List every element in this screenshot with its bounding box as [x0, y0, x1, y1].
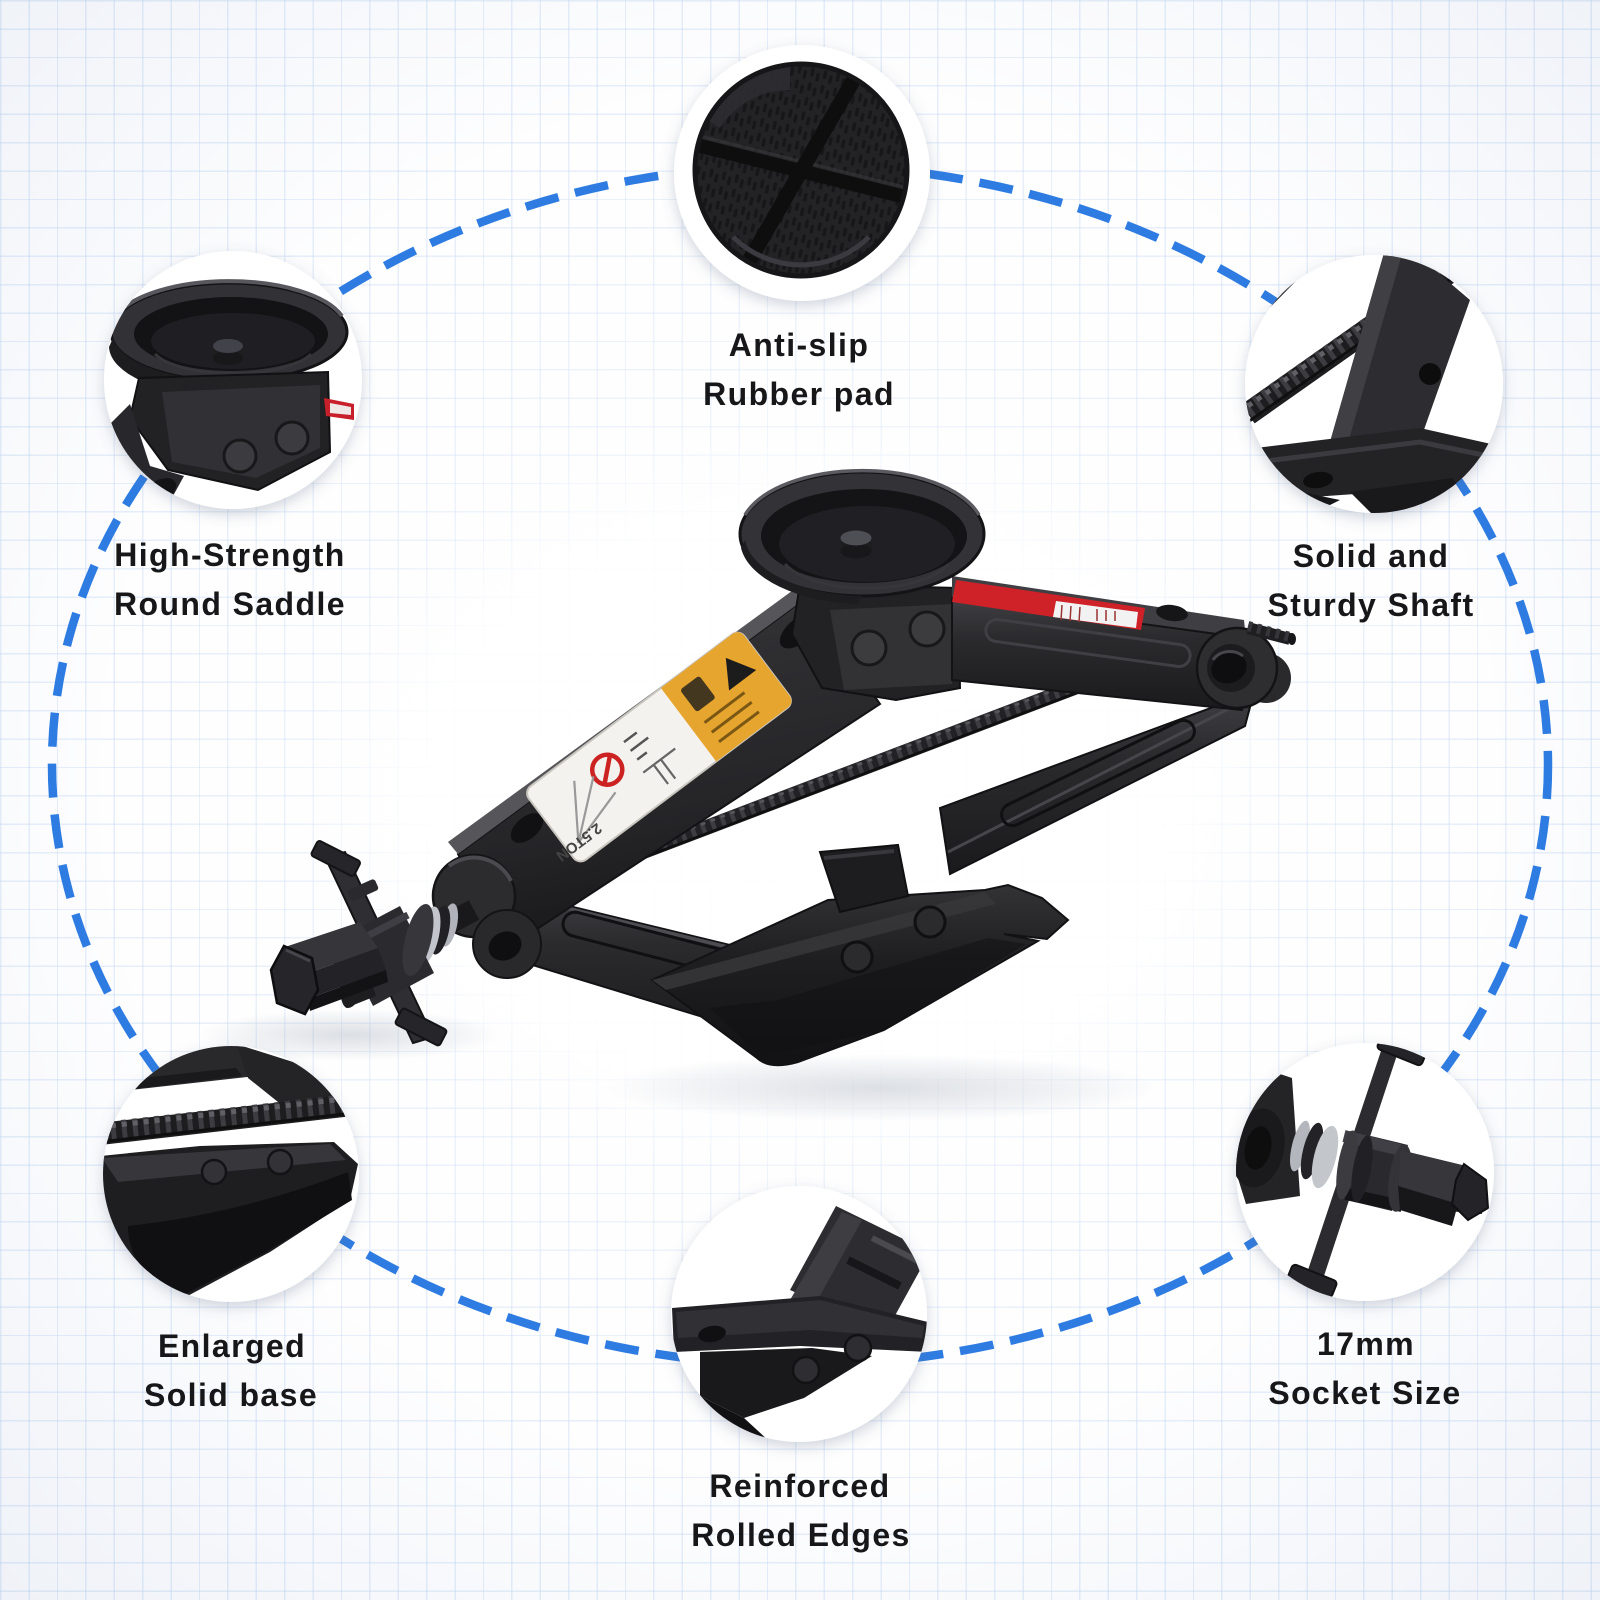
svg-text:Solid base: Solid base — [144, 1377, 318, 1413]
svg-text:Enlarged: Enlarged — [158, 1328, 306, 1364]
svg-text:17mm: 17mm — [1317, 1326, 1415, 1362]
svg-text:Solid and: Solid and — [1293, 538, 1450, 574]
svg-text:Round Saddle: Round Saddle — [114, 586, 346, 622]
svg-text:Socket Size: Socket Size — [1268, 1375, 1461, 1411]
svg-text:Rolled Edges: Rolled Edges — [691, 1517, 911, 1553]
svg-text:Anti-slip: Anti-slip — [729, 327, 870, 363]
svg-text:Sturdy Shaft: Sturdy Shaft — [1267, 587, 1474, 623]
svg-text:Rubber pad: Rubber pad — [703, 376, 895, 412]
svg-text:Reinforced: Reinforced — [709, 1468, 890, 1504]
svg-text:High-Strength: High-Strength — [114, 537, 346, 573]
